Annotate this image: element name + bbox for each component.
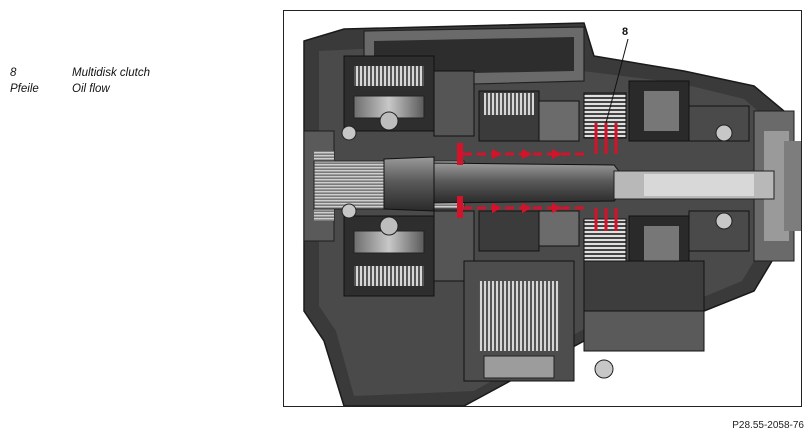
main-shaft <box>313 156 775 212</box>
upper-gear-set <box>343 55 475 137</box>
arrow-right-icon <box>552 203 562 213</box>
callout-8: 8 <box>605 26 629 124</box>
legend-text: Oil flow <box>72 83 110 95</box>
arrow-right-icon <box>522 149 532 159</box>
planetary-lower <box>478 210 580 252</box>
output-flange <box>341 105 750 252</box>
figure-reference-code: P28.55-2058-76 <box>732 420 804 431</box>
arrow-right-icon <box>492 203 502 213</box>
lower-gear-set <box>343 210 475 297</box>
legend: 8 Multidisk clutch Pfeile Oil flow <box>10 65 150 97</box>
planetary-upper <box>478 90 580 142</box>
legend-text: Multidisk clutch <box>72 67 150 79</box>
arrow-right-icon <box>552 149 562 159</box>
legend-item: Pfeile Oil flow <box>10 81 150 97</box>
arrow-right-icon <box>522 203 532 213</box>
arrow-right-icon <box>492 149 502 159</box>
transfer-case-cutaway-figure: 8 <box>283 10 802 407</box>
legend-item: 8 Multidisk clutch <box>10 65 150 81</box>
oil-flow-arrows <box>492 149 562 213</box>
cutaway-drawing: 8 <box>303 22 801 406</box>
callout-label: 8 <box>622 26 628 38</box>
legend-key: Pfeile <box>10 83 39 95</box>
legend-key: 8 <box>10 67 17 79</box>
lower-output-gear <box>463 260 705 382</box>
